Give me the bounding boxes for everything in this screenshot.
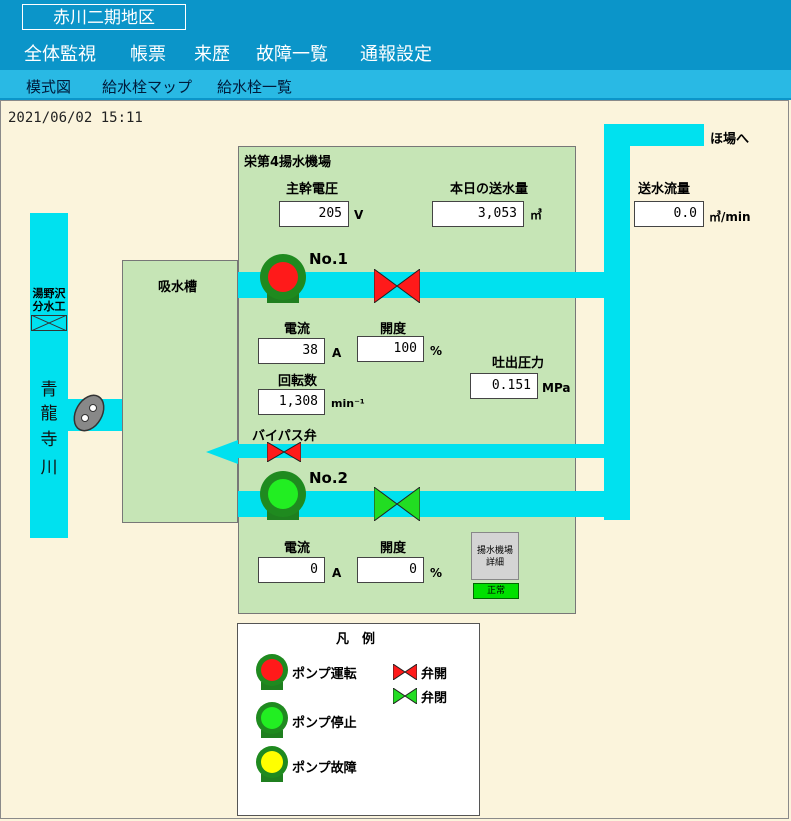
status-badge: 正常 xyxy=(473,583,519,599)
outflow-value: 0.0 xyxy=(634,201,704,227)
outflow-destination: ほ場へ xyxy=(710,132,750,147)
pump2-current-unit: A xyxy=(332,566,342,580)
menu-reports[interactable]: 帳票 xyxy=(130,44,166,65)
pump2-stopped-icon[interactable] xyxy=(259,470,307,522)
legend-valve-green-label: 弁閉 xyxy=(421,691,448,706)
intake-label-1: 湯野沢 xyxy=(32,287,66,300)
bypass-arrow-icon xyxy=(206,440,238,464)
menu-fault-list[interactable]: 故障一覧 xyxy=(256,44,328,65)
main-voltage-value: 205 xyxy=(279,201,349,227)
legend-pump-stopped-label: ポンプ停止 xyxy=(292,716,357,731)
pump1-current-label: 電流 xyxy=(284,322,311,337)
tank-label: 吸水槽 xyxy=(158,280,198,295)
pump1-rpm-unit: min⁻¹ xyxy=(331,397,365,410)
legend-valve-green-icon xyxy=(393,688,417,704)
river-name-char-3: 寺 xyxy=(40,430,58,450)
pump2-valve-green-icon[interactable] xyxy=(374,487,420,521)
intake-gate-icon xyxy=(31,315,67,331)
pump1-current-unit: A xyxy=(332,346,342,360)
pump1-rpm-label: 回転数 xyxy=(278,374,318,389)
legend-valve-red-icon xyxy=(393,664,417,680)
tab-hydrant-map[interactable]: 給水栓マップ xyxy=(102,78,193,96)
pump1-opening-value: 100 xyxy=(357,336,424,362)
legend-pump-running-icon xyxy=(256,654,288,690)
daily-volume-value: 3,053 xyxy=(432,201,524,227)
pump1-valve-red-icon[interactable] xyxy=(374,269,420,303)
datetime: 2021/06/02 15:11 xyxy=(8,110,143,126)
legend-title: 凡 例 xyxy=(336,632,376,647)
detail-button-line1: 揚水機場 xyxy=(476,546,513,556)
daily-volume-label: 本日の送水量 xyxy=(450,182,529,197)
pump1-current-value: 38 xyxy=(258,338,325,364)
discharge-pressure-value: 0.151 xyxy=(470,373,538,399)
river-name-char-2: 龍 xyxy=(40,404,58,424)
river xyxy=(30,213,68,538)
delivery-outlet-pipe xyxy=(604,124,704,146)
legend-pump-running-label: ポンプ運転 xyxy=(292,667,357,682)
pump1-opening-unit: % xyxy=(430,344,443,358)
legend-pump-stopped-icon xyxy=(256,702,288,738)
discharge-pressure-unit: MPa xyxy=(542,381,571,395)
delivery-riser-pipe xyxy=(604,124,630,520)
outflow-label: 送水流量 xyxy=(638,182,691,197)
window-title: 赤川二期地区 xyxy=(22,4,186,30)
pump2-current-value: 0 xyxy=(258,557,325,583)
pump2-opening-unit: % xyxy=(430,566,443,580)
menu-history[interactable]: 来歴 xyxy=(194,44,230,65)
pump2-name: No.2 xyxy=(309,469,348,487)
river-name-char-1: 青 xyxy=(40,380,58,400)
bypass-valve-label: バイパス弁 xyxy=(252,429,317,444)
schematic-panel xyxy=(0,100,789,819)
bypass-pipe xyxy=(236,444,606,458)
station-name: 栄第4揚水機場 xyxy=(244,155,332,170)
station-detail-button[interactable]: 揚水機場 詳細 xyxy=(471,532,519,580)
river-name-char-4: 川 xyxy=(40,458,58,478)
discharge-pressure-label: 吐出圧力 xyxy=(492,356,545,371)
intake-pump-icon xyxy=(73,394,105,432)
tab-hydrant-list[interactable]: 給水栓一覧 xyxy=(217,78,293,96)
sub-nav xyxy=(0,70,791,100)
detail-button-line2: 詳細 xyxy=(485,558,504,568)
bypass-valve-red-icon[interactable] xyxy=(267,442,301,462)
legend-pump-fault-label: ポンプ故障 xyxy=(292,761,357,776)
outflow-unit: ㎥/min xyxy=(709,210,751,224)
intake-label-2: 分水工 xyxy=(32,300,66,313)
menu-overview[interactable]: 全体監視 xyxy=(24,44,96,65)
pump1-rpm-value: 1,308 xyxy=(258,389,325,415)
main-voltage-unit: V xyxy=(354,208,364,222)
pump2-opening-value: 0 xyxy=(357,557,424,583)
main-voltage-label: 主幹電圧 xyxy=(286,182,339,197)
menu-notification-settings[interactable]: 通報設定 xyxy=(360,44,432,65)
legend-valve-red-label: 弁開 xyxy=(421,667,448,682)
pump1-name: No.1 xyxy=(309,250,348,268)
daily-volume-unit: ㎥ xyxy=(530,208,543,222)
pump1-running-icon[interactable] xyxy=(259,253,307,305)
pump2-opening-label: 開度 xyxy=(380,541,407,556)
suction-tank xyxy=(122,260,238,523)
tab-schematic[interactable]: 模式図 xyxy=(26,78,72,96)
pump1-opening-label: 開度 xyxy=(380,322,407,337)
legend-pump-fault-icon xyxy=(256,746,288,782)
pump2-current-label: 電流 xyxy=(284,541,311,556)
